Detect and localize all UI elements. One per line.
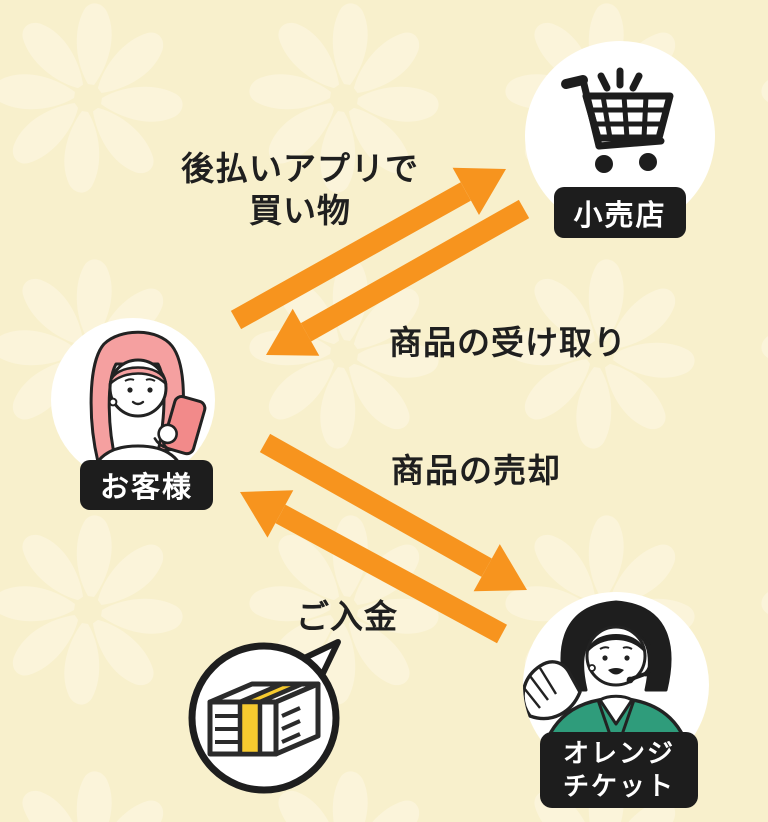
arrow-customer-to-orange-ticket [259,433,527,592]
retailer-badge: 小売店 [554,187,686,238]
shopping-cart-icon [561,67,674,173]
arrow-customer-to-retailer [230,167,506,330]
payment-bubble [188,639,341,794]
customer-badge-text: お客様 [99,472,193,504]
orange-ticket-badge-line2: チケット [562,771,675,801]
flow-label-deposit: ご入金 [296,598,398,635]
orange-ticket-badge-line1: オレンジ [562,738,675,768]
retailer-node [525,41,715,231]
customer-node [51,318,215,482]
customer-badge: お客様 [80,460,213,510]
flow-label-buy: 後払いアプリで 買い物 [150,148,450,232]
retailer-badge-text: 小売店 [573,199,667,232]
arrow-retailer-to-customer [266,199,530,356]
arrow-orange-ticket-to-customer [240,490,508,644]
flow-label-buy-line2: 買い物 [249,192,351,229]
flow-label-sell: 商品の売却 [391,452,561,489]
orange-ticket-badge: オレンジ チケット [540,732,698,808]
money-stack-icon [207,681,321,757]
flow-label-buy-line1: 後払いアプリで [181,150,419,187]
flow-label-receive: 商品の受け取り [389,324,627,361]
